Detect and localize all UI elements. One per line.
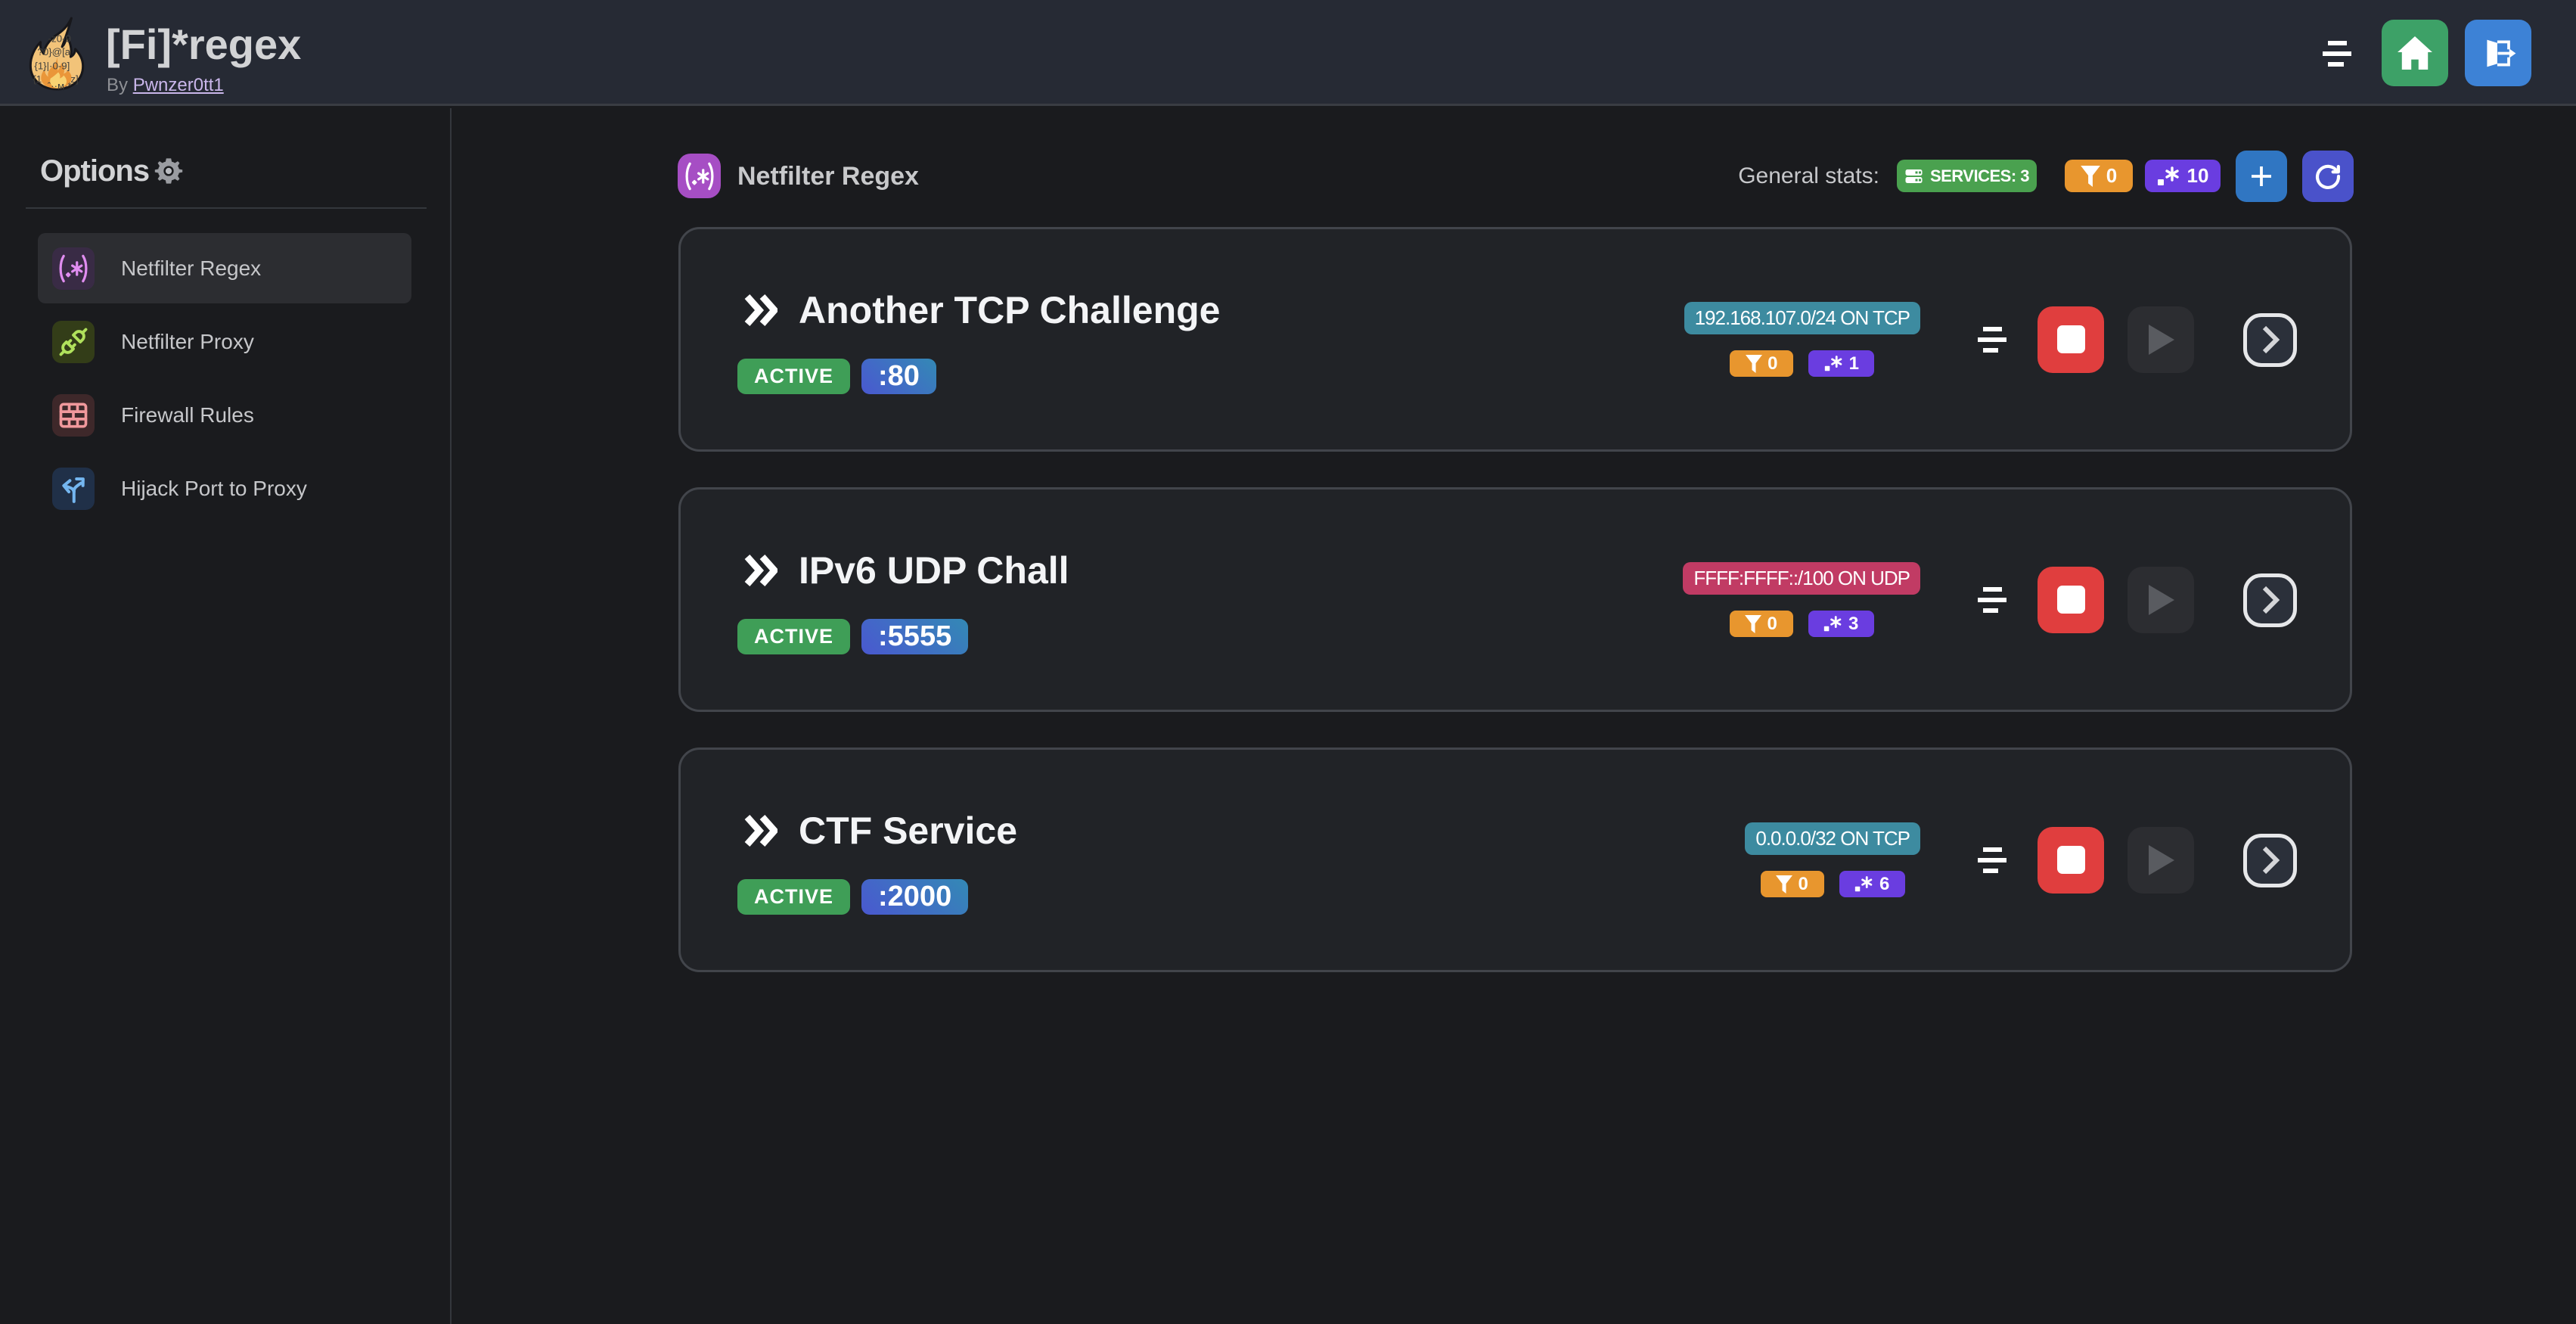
svg-text:z]: z] <box>70 73 78 85</box>
svg-text:?0}@[a: ?0}@[a <box>37 46 70 57</box>
svg-text:ˆ··м·*: ˆ··м·* <box>48 80 72 91</box>
svg-text:{1}|·0-9]: {1}|·0-9] <box>34 60 70 71</box>
svg-text:{1: {1 <box>33 73 42 85</box>
svg-text:-z0-9: -z0-9 <box>48 33 71 45</box>
